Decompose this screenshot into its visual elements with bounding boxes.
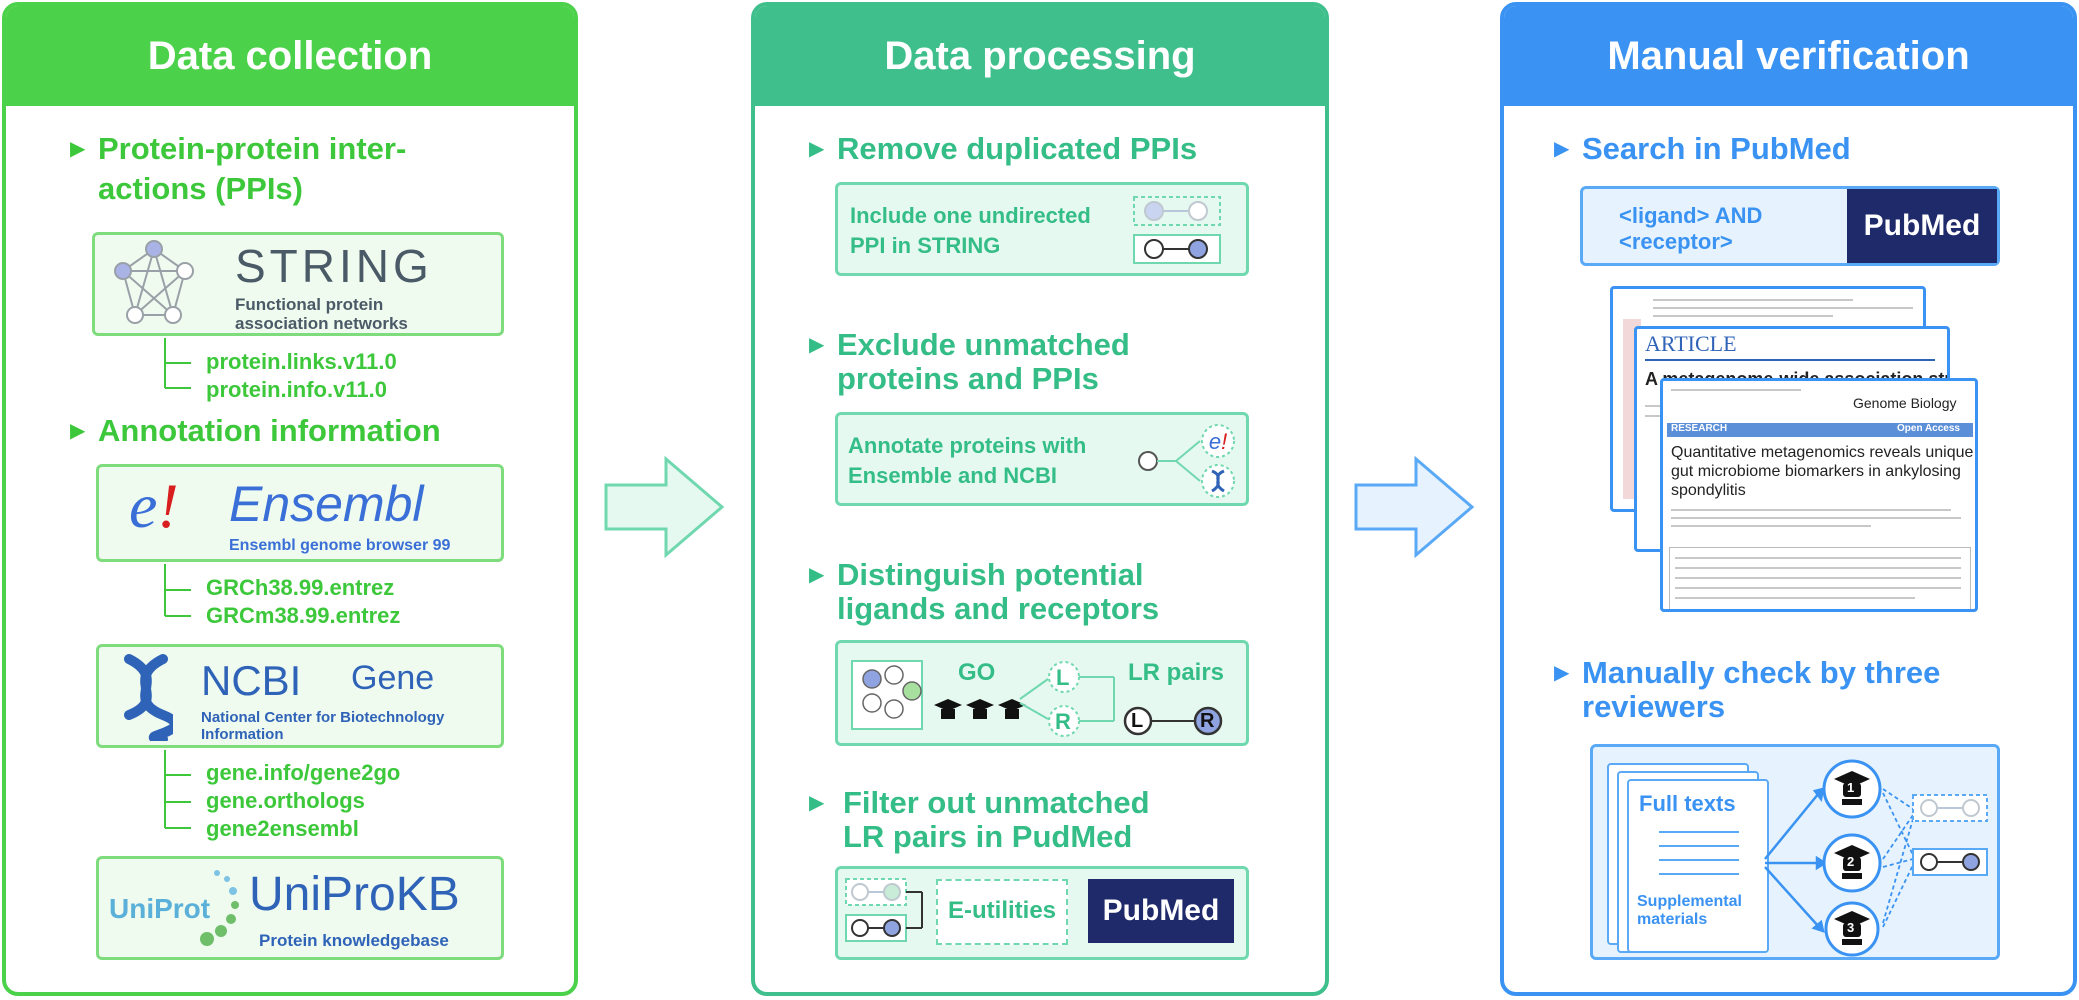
pubmed-query-box: <ligand> AND <receptor> PubMed	[1580, 186, 2000, 266]
string-network-icon	[114, 240, 194, 324]
reviewer-check-box: Full texts Supplemental materials	[1590, 744, 2000, 960]
step2-box: Annotate proteins with Ensemble and NCBI…	[835, 412, 1249, 506]
ncbi-gene-box: NCBI Gene National Center for Biotechnol…	[96, 644, 504, 748]
ppi-pair-icon	[1133, 196, 1221, 264]
file-protein-links: protein.links.v11.0	[206, 349, 397, 374]
dna-helix-icon	[124, 654, 173, 741]
ensembl-logo-text: Ensembl	[229, 476, 424, 532]
arrow-right-icon	[1354, 455, 1475, 559]
bullet-triangle-icon: ▶	[1554, 662, 1570, 684]
ensembl-database-box: e! Ensembl Ensembl genome browser 99	[96, 464, 504, 562]
string-logo-text: STRING	[235, 240, 433, 292]
panel-title-collection: Data collection	[6, 6, 574, 106]
paper-journal: Genome Biology	[1853, 395, 1957, 411]
bullet-triangle-icon: ▶	[70, 138, 86, 160]
reviewer-2-label: 2	[1847, 854, 1855, 869]
arrow-right-icon	[604, 455, 725, 559]
bullet-triangle-icon: ▶	[809, 564, 825, 586]
reviewer-icon	[1834, 771, 1870, 945]
ligand-node-label: L	[1056, 665, 1070, 690]
ncbi-logo-text: NCBI	[201, 657, 302, 704]
annotate-icon: e!	[1138, 424, 1235, 498]
lr-pairs-label: LR pairs	[1128, 659, 1225, 686]
go-label: GO	[958, 659, 996, 686]
full-text-document-icon: Full texts Supplemental materials	[1627, 779, 1769, 953]
manual-verification-panel: Manual verification ▶ Search in PubMed <…	[1500, 2, 2077, 996]
eutils-box	[936, 879, 1068, 945]
uniprot-subtitle: Protein knowledgebase	[259, 931, 449, 950]
reviewer-3-label: 3	[1847, 920, 1855, 935]
data-collection-panel: Data collection ▶ Protein-protein inter-…	[2, 2, 578, 996]
ensembl-subtitle: Ensembl genome browser 99	[229, 537, 451, 554]
uniprokb-logo-text: UniProKB	[249, 868, 460, 921]
svg-text:e!: e!	[1209, 429, 1227, 454]
step4-box: E-utilities PubMed	[835, 866, 1249, 960]
pubmed-logo: PubMed	[1088, 879, 1234, 943]
paper-article-label: ARTICLE	[1645, 331, 1737, 356]
paper-front: Genome Biology RESEARCH Open Access Quan…	[1660, 378, 1978, 612]
file-gene-orthologs: gene.orthologs	[206, 788, 365, 813]
pubmed-logo: PubMed	[1847, 189, 1997, 263]
gene-logo-text: Gene	[351, 659, 435, 697]
step3-box: GO L R LR pairs L R	[835, 640, 1249, 746]
receptor-node-label: R	[1055, 709, 1071, 734]
paper-front-title: Quantitative metagenomics reveals unique…	[1671, 444, 1974, 499]
reviewer-caps-icon	[934, 699, 1026, 719]
ensembl-logo-icon: e!	[129, 470, 179, 541]
supplemental-label: Supplemental materials	[1637, 893, 1742, 928]
uniprot-logo-icon: UniProt	[109, 893, 211, 924]
file-grch38: GRCh38.99.entrez	[206, 575, 395, 600]
file-gene-info: gene.info/gene2go	[206, 760, 401, 785]
bullet-triangle-icon: ▶	[809, 138, 825, 160]
reviewer-1-label: 1	[1847, 780, 1855, 795]
uniprot-dots-icon	[200, 870, 239, 946]
string-database-box: STRING Functional protein association ne…	[92, 232, 504, 336]
step2-description: Annotate proteins with Ensemble and NCBI	[848, 433, 1087, 488]
file-grcm38: GRCm38.99.entrez	[206, 603, 401, 628]
lr-pair-receptor: R	[1200, 710, 1215, 732]
pubmed-query-text: <ligand> AND <receptor>	[1619, 203, 1763, 254]
file-protein-info: protein.info.v11.0	[206, 377, 387, 402]
file-gene2ensembl: gene2ensembl	[206, 816, 359, 841]
data-processing-panel: Data processing ▶ Remove duplicated PPIs…	[751, 2, 1329, 996]
bullet-triangle-icon: ▶	[809, 334, 825, 356]
bullet-triangle-icon: ▶	[70, 420, 86, 442]
paper-section-bar	[1667, 423, 1973, 437]
step1-box: Include one undirected PPI in STRING	[835, 182, 1249, 276]
go-classification-diagram	[851, 660, 1223, 737]
uniprot-box: UniProt UniProKB Protein knowledgebase	[96, 856, 504, 960]
eutils-label: E-utilities	[948, 897, 1057, 924]
string-subtitle: Functional protein association networks	[235, 295, 408, 333]
full-texts-label: Full texts	[1639, 791, 1736, 816]
bullet-triangle-icon: ▶	[1554, 138, 1570, 160]
lr-pairs-to-eutils-icon	[845, 878, 923, 942]
panel-title-verification: Manual verification	[1504, 6, 2073, 106]
ncbi-subtitle: National Center for Biotechnology Inform…	[201, 709, 445, 743]
lr-pair-ligand: L	[1131, 710, 1144, 732]
step1-description: Include one undirected PPI in STRING	[850, 203, 1091, 258]
bullet-triangle-icon: ▶	[809, 792, 825, 814]
panel-title-processing: Data processing	[755, 6, 1325, 106]
ncbi-file-tree	[164, 750, 166, 828]
reviewer-flow-diagram	[1764, 759, 1988, 957]
